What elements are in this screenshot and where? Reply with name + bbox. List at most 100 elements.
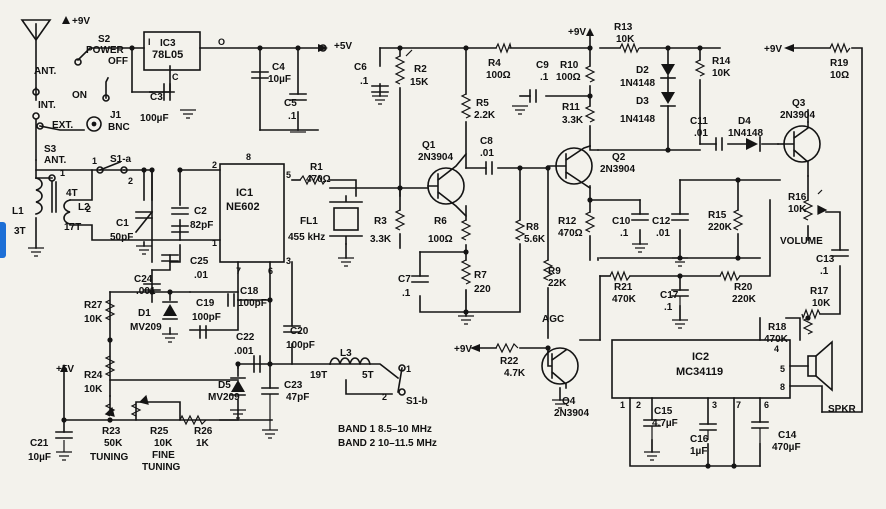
ic1-pin-3: 3	[286, 256, 291, 266]
d2-ref: D2	[636, 65, 649, 76]
d5-part: MV209	[208, 392, 240, 403]
r11-ref: R11	[562, 102, 580, 113]
labels: +9V ANT. INT. EXT. S3 ANT. S2 POWER OFF …	[12, 16, 857, 473]
c19-ref: C19	[196, 298, 215, 309]
ic1-box	[219, 163, 285, 263]
c15-ref: C15	[654, 406, 673, 417]
power-label: POWER	[86, 45, 125, 56]
c23-val: 47pF	[286, 392, 309, 403]
d4-part: 1N4148	[728, 128, 763, 139]
c5-val: .1	[288, 111, 297, 122]
ic3-box	[143, 31, 201, 71]
l1-icon	[35, 177, 43, 215]
v5-label-2: +5V	[56, 364, 74, 375]
ic1-pin-2: 2	[212, 160, 217, 170]
ic1-pin-5: 5	[286, 170, 291, 180]
r11-val: 3.3K	[562, 115, 584, 126]
grounds	[28, 95, 761, 461]
c11-val: .01	[694, 128, 708, 139]
resistors	[104, 41, 851, 426]
r21-ref: R21	[614, 282, 633, 293]
d1-ref: D1	[138, 308, 151, 319]
tuning-label: TUNING	[90, 452, 129, 463]
ic1-pin-6: 6	[268, 266, 273, 276]
c22-ref: C22	[236, 332, 255, 343]
r18-ref: R18	[768, 322, 787, 333]
q4-ref: Q4	[562, 396, 576, 407]
fl1-ref: FL1	[300, 216, 318, 227]
s3-ant-label: ANT.	[44, 155, 66, 166]
c1-val: 50pF	[110, 232, 133, 243]
ic3-pin-o: O	[218, 37, 225, 47]
r12-ref: R12	[558, 216, 577, 227]
r2-val: 15K	[410, 77, 429, 88]
r13-ref: R13	[614, 22, 633, 33]
r17-val: 10K	[812, 298, 831, 309]
r21-val: 470K	[612, 294, 637, 305]
r20-ref: R20	[734, 282, 753, 293]
r18-val: 470K	[764, 334, 789, 345]
r16-val: 10K	[788, 204, 807, 215]
q4-icon	[541, 347, 579, 389]
volume-label: VOLUME	[780, 236, 823, 247]
c6-val: .1	[360, 76, 369, 87]
q1-ref: Q1	[422, 140, 436, 151]
q1-icon	[427, 152, 468, 218]
c12-ref: C12	[652, 216, 671, 227]
l3-turns-a: 19T	[310, 370, 327, 381]
r12-val: 470Ω	[558, 228, 583, 239]
j1-label: J1	[110, 110, 122, 121]
bnc-label: BNC	[108, 122, 130, 133]
ic2-ref: IC2	[692, 351, 709, 363]
diodes	[162, 64, 761, 396]
vin-label-2: +9V	[568, 27, 586, 38]
r9-val: 22K	[548, 278, 567, 289]
l2-turns: 4T	[66, 188, 78, 199]
fl1-icon	[329, 195, 363, 245]
l2-ref: L2	[78, 202, 90, 213]
c21-val: 10µF	[28, 452, 51, 463]
vin-label-3: +9V	[764, 44, 782, 55]
ant-label: ANT.	[34, 66, 56, 77]
c2-val: 82pF	[190, 220, 213, 231]
c25-val: .01	[194, 270, 208, 281]
s2-label: S2	[98, 34, 111, 45]
off-label: OFF	[108, 56, 128, 67]
d2-part: 1N4148	[620, 78, 655, 89]
c8-ref: C8	[480, 136, 493, 147]
fl1-freq: 455 kHz	[288, 232, 325, 243]
ic1-ref: IC1	[236, 187, 253, 199]
c7-val: .1	[402, 288, 411, 299]
fine-tuning-label: TUNING	[142, 462, 181, 473]
r19-val: 10Ω	[830, 70, 849, 81]
l1-pin-2: 2	[86, 204, 91, 214]
window-edge-tab[interactable]	[0, 222, 6, 258]
c14-ref: C14	[778, 430, 797, 441]
q4-part: 2N3904	[554, 408, 589, 419]
r27-ref: R27	[84, 300, 103, 311]
c8-val: .01	[480, 148, 494, 159]
ic2-part: MC34119	[676, 366, 723, 378]
ic-boxes	[143, 31, 791, 399]
r15-ref: R15	[708, 210, 727, 221]
ic3-ref: IC3	[160, 38, 176, 49]
c16-val: 1µF	[690, 446, 707, 457]
r25-ref: R25	[150, 426, 169, 437]
band2-label: BAND 2 10–11.5 MHz	[338, 438, 437, 449]
l1-ref: L1	[12, 206, 24, 217]
c19-val: 100pF	[192, 312, 221, 323]
speaker-icon	[807, 340, 833, 392]
s1a-label: S1-a	[110, 154, 132, 165]
r22-ref: R22	[500, 356, 519, 367]
r19-ref: R19	[830, 58, 849, 69]
c5-ref: C5	[284, 98, 297, 109]
l3-icon	[329, 357, 371, 365]
c18-val: 100pF	[238, 298, 267, 309]
q3-part: 2N3904	[780, 110, 815, 121]
r27-val: 10K	[84, 314, 103, 325]
ic3-pin-c: C	[172, 72, 179, 82]
symbols	[20, 16, 811, 469]
c9-val: .1	[540, 72, 549, 83]
